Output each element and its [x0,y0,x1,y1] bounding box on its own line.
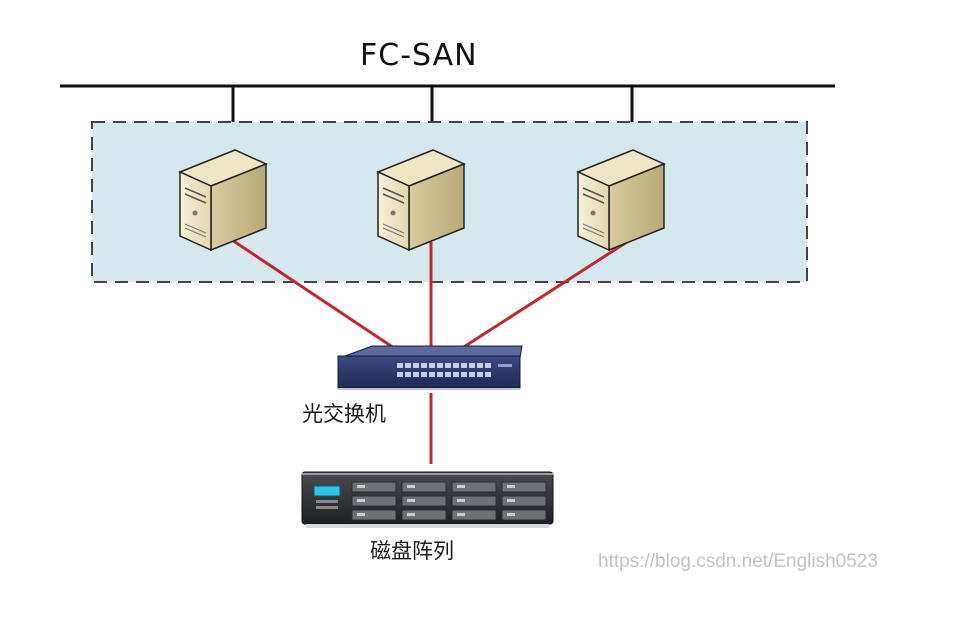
fibre-link-1 [231,238,401,354]
diagram-title: FC-SAN [360,38,478,73]
watermark: https://blog.csdn.net/English0523 [598,551,878,572]
fibre-link-3 [455,238,631,354]
fibre-switch-icon [337,345,523,390]
switch-label: 光交换机 [302,402,386,426]
server-3-icon [576,149,666,252]
disk-array-icon [301,471,554,528]
disk-array-label: 磁盘阵列 [370,539,454,563]
server-2-icon [376,149,466,252]
server-1-icon [178,149,268,252]
